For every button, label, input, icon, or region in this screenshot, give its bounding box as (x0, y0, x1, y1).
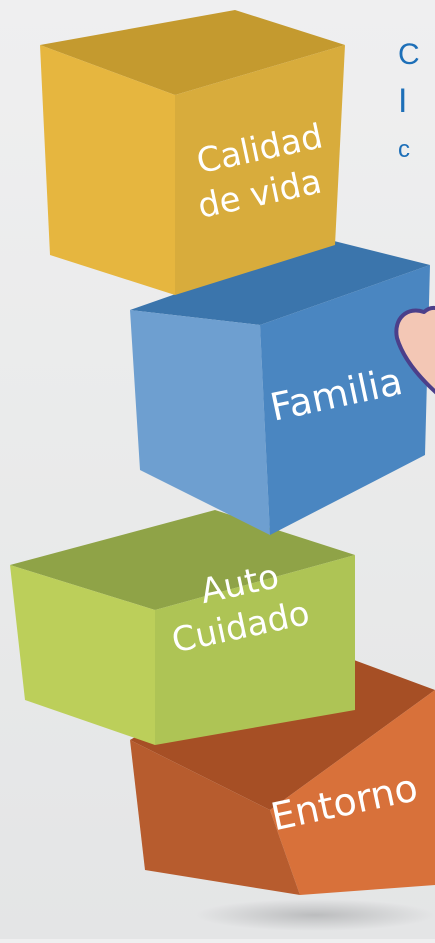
cube-autocuidado-front-face (155, 555, 355, 745)
heart-icon (394, 305, 435, 395)
edge-text-line-3: c (398, 136, 410, 163)
cube-familia-top-face (130, 240, 430, 325)
cube-familia-front-face (260, 265, 430, 535)
cube-calidad: Calidad de vida (40, 10, 345, 295)
cube-calidad-top-face (40, 10, 345, 95)
cube-entorno-top-face (130, 640, 435, 810)
floor-shadow (195, 899, 435, 931)
cube-autocuidado-top-face (10, 510, 355, 610)
cube-entorno-front-face (270, 690, 435, 895)
cube-calidad-front-face (175, 45, 345, 295)
cube-autocuidado-side-face (10, 565, 155, 745)
cube-familia-side-face (130, 310, 270, 535)
cube-familia: Familia (130, 240, 430, 535)
edge-text-line-2: I (398, 82, 408, 120)
cube-entorno: Entorno (130, 640, 435, 895)
cube-calidad-side-face (40, 45, 175, 295)
cube-autocuidado: Auto Cuidado (10, 510, 355, 745)
cube-entorno-side-face (130, 740, 300, 895)
edge-text-line-1: C (398, 38, 420, 71)
